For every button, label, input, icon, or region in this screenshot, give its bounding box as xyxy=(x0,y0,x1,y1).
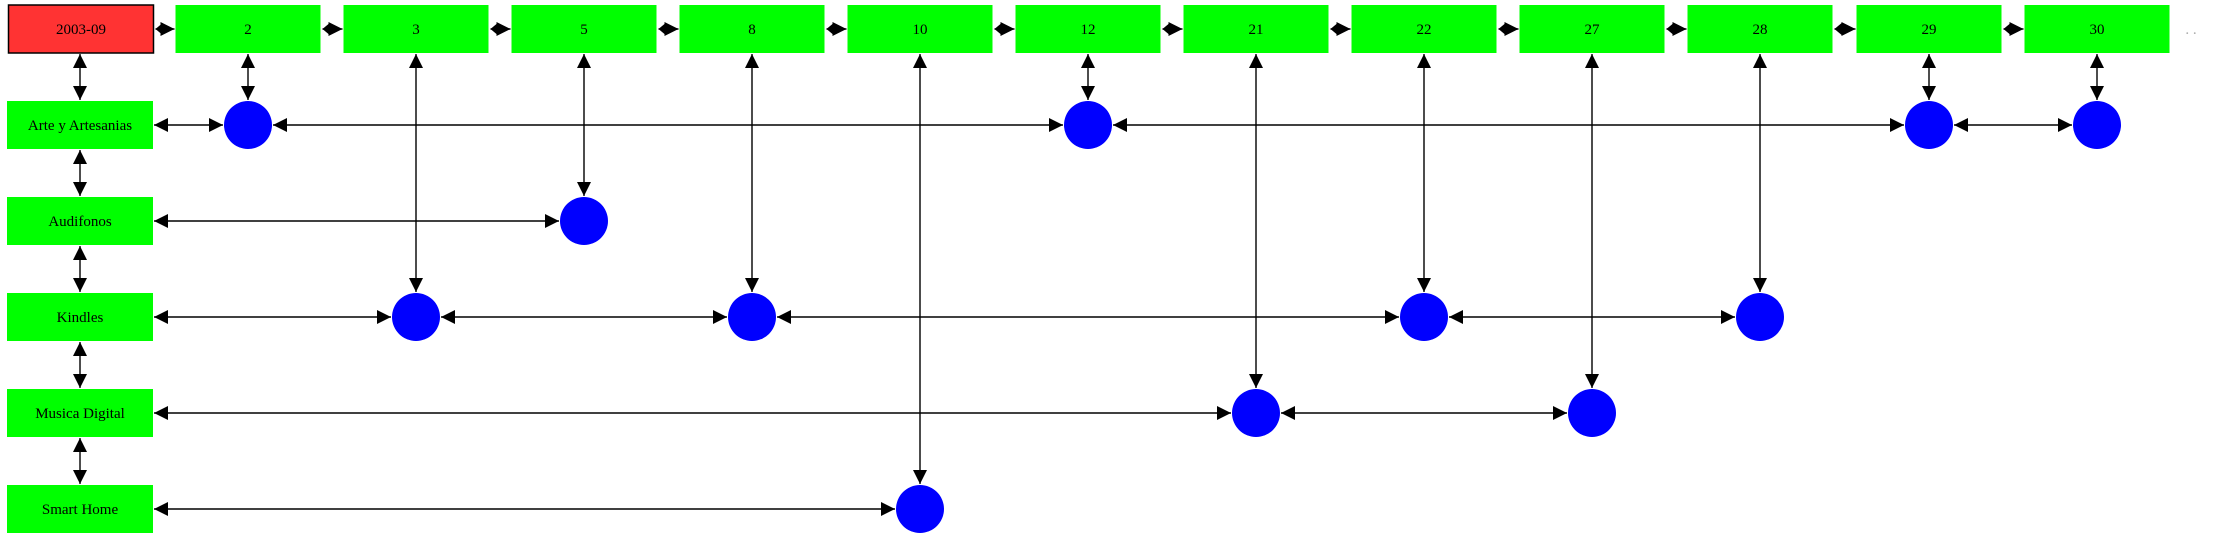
day-node-10 xyxy=(847,5,993,53)
day-node-28 xyxy=(1687,5,1833,53)
category-node-arte-y-artesanias xyxy=(7,101,153,149)
event-node-audifonos-5 xyxy=(560,197,608,245)
day-label-30: 30 xyxy=(2090,22,2105,38)
category-label-arte-y-artesanias: Arte y Artesanias xyxy=(28,118,132,134)
day-node-22 xyxy=(1351,5,1497,53)
event-node-kindles-3 xyxy=(392,293,440,341)
month-label: 2003-09 xyxy=(56,22,106,38)
day-label-8: 8 xyxy=(748,22,756,38)
event-node-musica-digital-27 xyxy=(1568,389,1616,437)
day-node-8 xyxy=(679,5,825,53)
day-node-5 xyxy=(511,5,657,53)
day-node-3 xyxy=(343,5,489,53)
category-node-audifonos xyxy=(7,197,153,245)
category-node-kindles xyxy=(7,293,153,341)
category-node-smart-home xyxy=(7,485,153,533)
event-node-musica-digital-21 xyxy=(1232,389,1280,437)
day-label-29: 29 xyxy=(1922,22,1937,38)
event-node-arte-y-artesanias-12 xyxy=(1064,101,1112,149)
category-label-audifonos: Audifonos xyxy=(48,214,111,230)
category-label-kindles: Kindles xyxy=(57,310,104,326)
continuation-dots: . . xyxy=(2185,22,2196,38)
day-label-21: 21 xyxy=(1249,22,1264,38)
day-node-27 xyxy=(1519,5,1665,53)
event-node-arte-y-artesanias-2 xyxy=(224,101,272,149)
event-node-kindles-8 xyxy=(728,293,776,341)
day-label-22: 22 xyxy=(1417,22,1432,38)
category-label-musica-digital: Musica Digital xyxy=(35,406,125,422)
category-label-smart-home: Smart Home xyxy=(42,502,119,518)
event-node-smart-home-10 xyxy=(896,485,944,533)
category-node-musica-digital xyxy=(7,389,153,437)
day-label-28: 28 xyxy=(1753,22,1768,38)
day-label-12: 12 xyxy=(1081,22,1096,38)
day-label-27: 27 xyxy=(1585,22,1601,38)
day-label-5: 5 xyxy=(580,22,588,38)
day-node-30 xyxy=(2024,5,2170,53)
day-node-2 xyxy=(175,5,321,53)
day-label-2: 2 xyxy=(244,22,252,38)
day-node-29 xyxy=(1856,5,2002,53)
connector-layer xyxy=(73,22,2104,516)
node-layer: 2003-09 2 3 5 8 10 12 21 22 27 28 29 30 . . Arte y Art… xyxy=(7,4,2197,533)
month-node xyxy=(7,4,155,54)
event-node-kindles-28 xyxy=(1736,293,1784,341)
event-node-arte-y-artesanias-29 xyxy=(1905,101,1953,149)
event-node-arte-y-artesanias-30 xyxy=(2073,101,2121,149)
day-label-10: 10 xyxy=(913,22,928,38)
day-node-12 xyxy=(1015,5,1161,53)
event-node-kindles-22 xyxy=(1400,293,1448,341)
day-node-21 xyxy=(1183,5,1329,53)
day-label-3: 3 xyxy=(412,22,420,38)
